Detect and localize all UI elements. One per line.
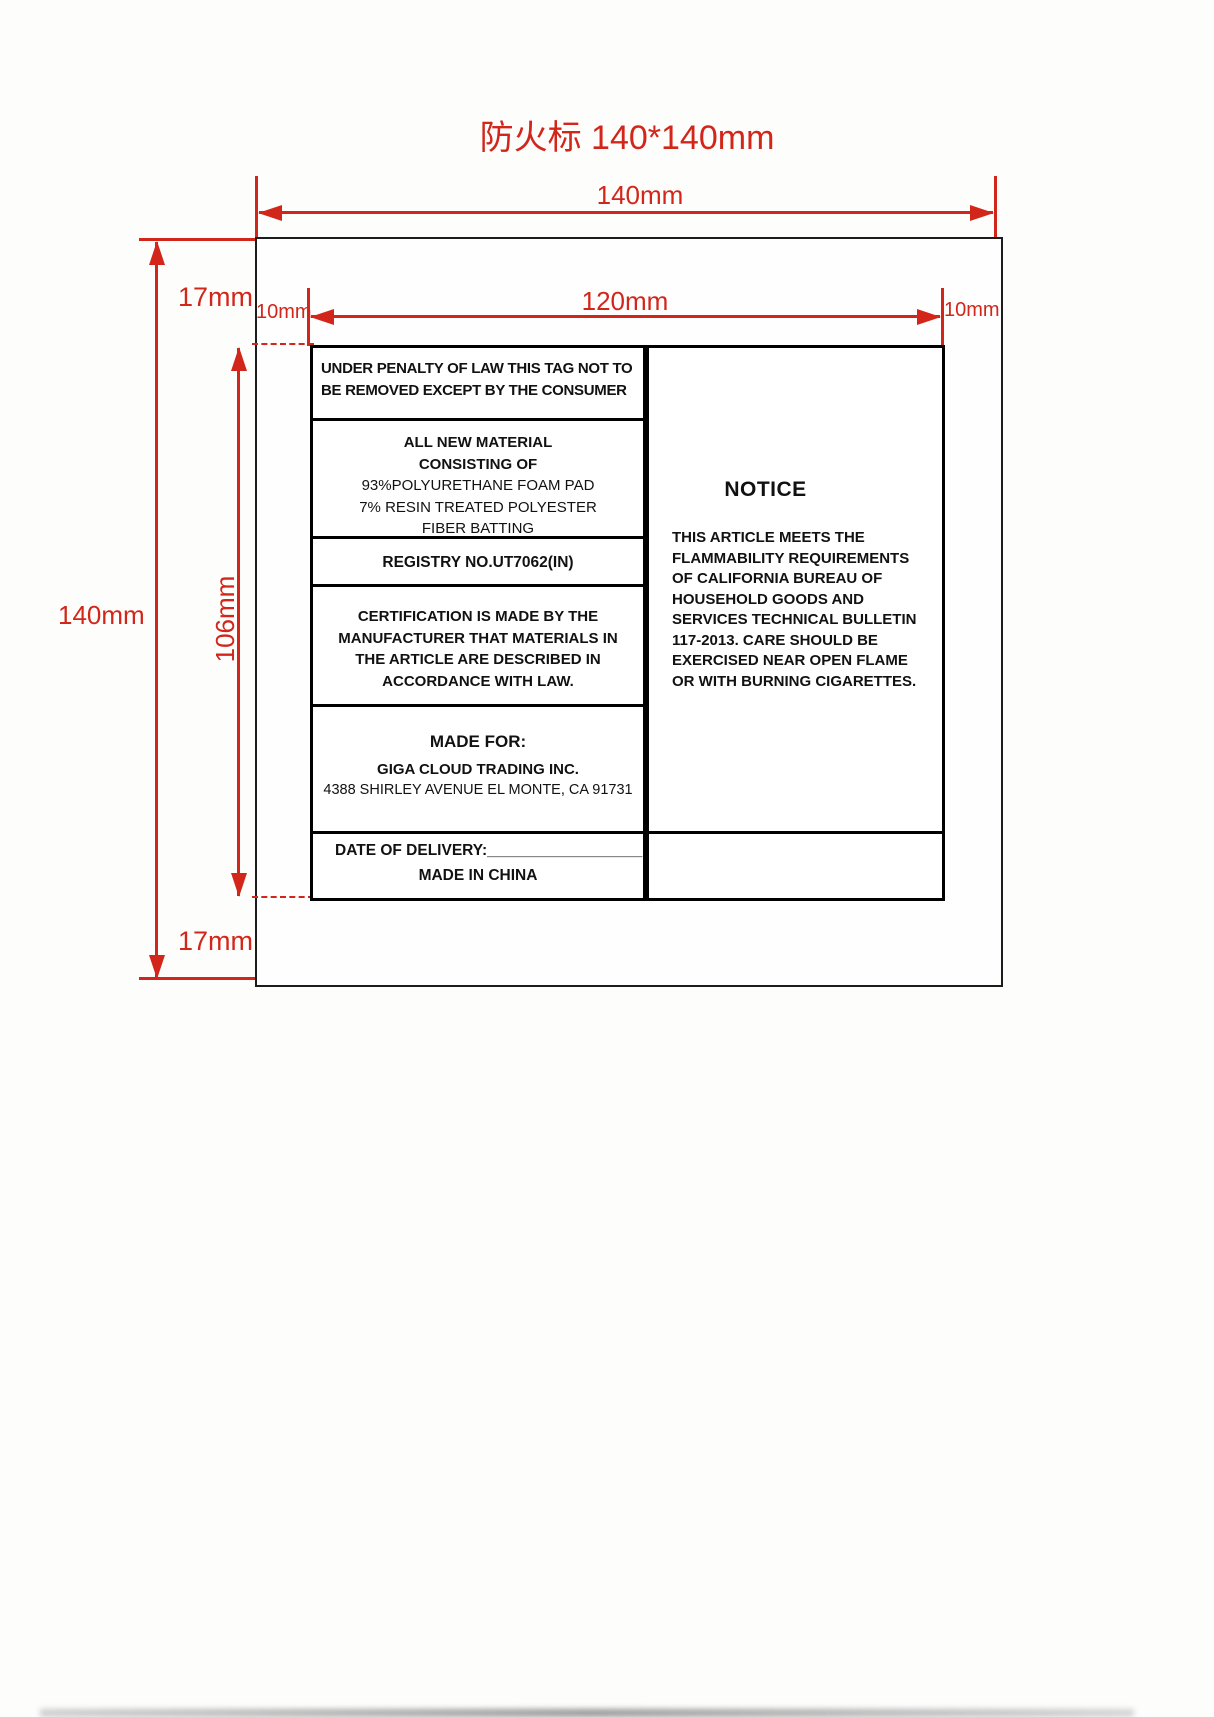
dim-label-top-margin: 17mm	[178, 282, 254, 312]
certification-statement: CERTIFICATION IS MADE BY THE MANUFACTURE…	[313, 590, 643, 707]
materials-line-3: FIBER BATTING	[421, 520, 535, 537]
dim-arrow-total-width	[258, 204, 994, 221]
dim-dash-inner-top	[252, 343, 314, 345]
dim-extension-bottom-left	[139, 977, 255, 980]
dim-tick-top-left	[255, 176, 258, 238]
materials-section: ALL NEW MATERIAL CONSISTING OF 93%POLYUR…	[313, 424, 643, 539]
made-for-address: 4388 SHIRLEY AVENUE EL MONTE, CA 91731	[323, 782, 633, 798]
dim-tick-top-right	[994, 176, 997, 238]
label-bottom-row-divider	[313, 831, 942, 834]
dim-extension-top-left	[139, 238, 255, 241]
notice-column: NOTICE THIS ARTICLE MEETS THE FLAMMABILI…	[649, 348, 942, 898]
dim-tick-inner-left	[307, 288, 310, 346]
notice-heading: NOTICE	[724, 478, 807, 501]
label-column-divider	[643, 348, 649, 898]
made-for-section: MADE FOR: GIGA CLOUD TRADING INC. 4388 S…	[313, 710, 643, 831]
dim-arrow-inner-height	[230, 347, 247, 897]
dim-tick-inner-right	[941, 288, 944, 346]
delivery-section: DATE OF DELIVERY:__________________ MADE…	[313, 834, 643, 898]
dim-dash-inner-bottom	[252, 896, 314, 898]
dim-arrow-inner-width	[310, 308, 941, 325]
scan-artifact-bottom	[40, 1709, 1134, 1717]
date-of-delivery: DATE OF DELIVERY:__________________	[335, 842, 643, 859]
dim-label-total-height: 140mm	[58, 600, 145, 630]
materials-heading-2: CONSISTING OF	[418, 455, 538, 473]
made-for-company: GIGA CLOUD TRADING INC.	[377, 761, 579, 778]
label-box: UNDER PENALTY OF LAW THIS TAG NOT TO BE …	[310, 345, 945, 901]
dim-label-inner-height: 106mm	[210, 575, 240, 663]
notice-body: THIS ARTICLE MEETS THE FLAMMABILITY REQU…	[672, 529, 917, 690]
drawing-title: 防火标 140*140mm	[479, 119, 775, 157]
dim-label-total-width: 140mm	[596, 180, 684, 210]
dim-label-bottom-margin: 17mm	[178, 926, 254, 956]
materials-line-1: 93%POLYURETHANE FOAM PAD	[361, 477, 595, 494]
dim-label-inner-width: 120mm	[581, 286, 669, 316]
registry-number: REGISTRY NO.UT7062(IN)	[313, 542, 643, 587]
made-for-heading: MADE FOR:	[429, 732, 527, 751]
dim-label-side-margin-right: 10mm	[944, 299, 1000, 321]
dim-label-side-margin-left: 10mm	[256, 301, 312, 323]
materials-heading-1: ALL NEW MATERIAL	[403, 434, 553, 451]
dim-arrow-total-height	[148, 241, 165, 979]
materials-line-2: 7% RESIN TREATED POLYESTER	[359, 498, 597, 516]
made-in-china: MADE IN CHINA	[418, 867, 538, 884]
penalty-statement: UNDER PENALTY OF LAW THIS TAG NOT TO BE …	[313, 348, 643, 421]
